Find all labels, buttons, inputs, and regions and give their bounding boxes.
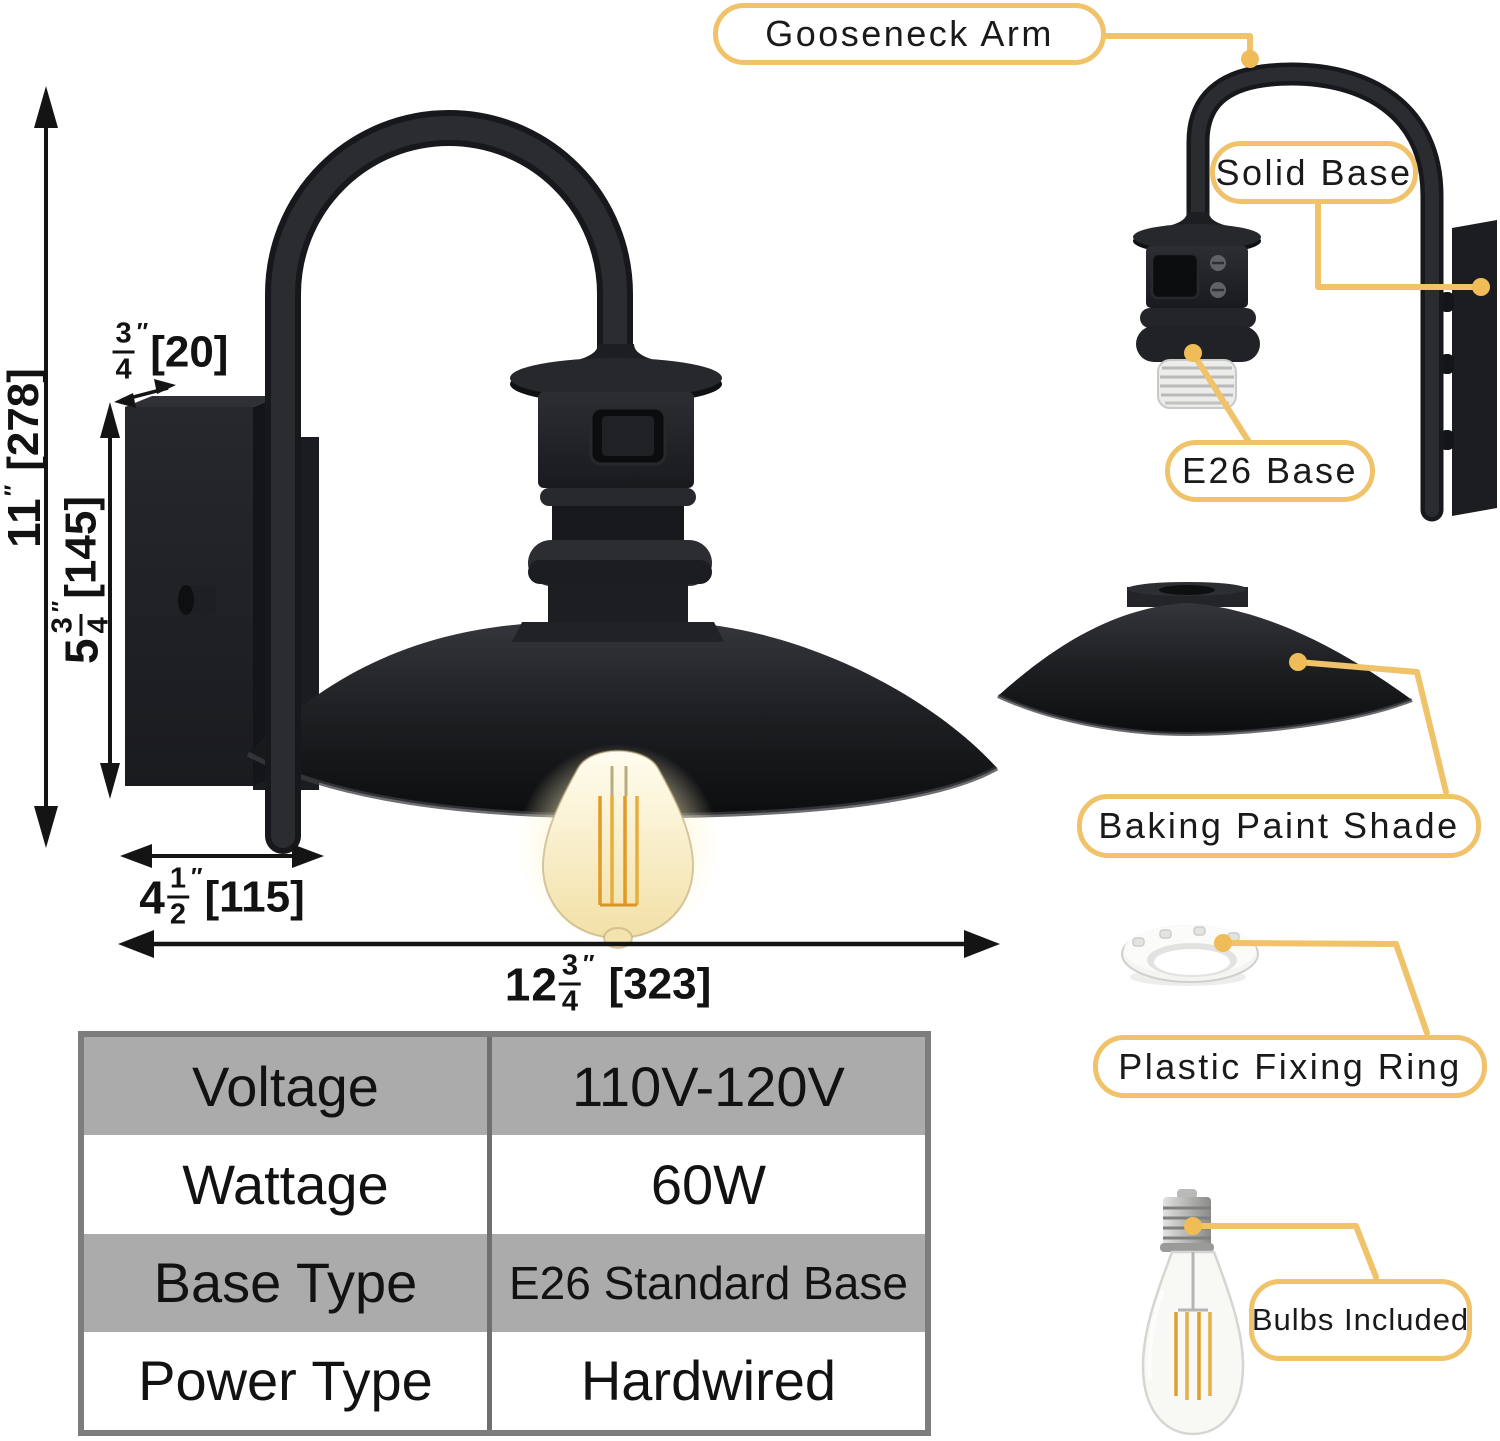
table-value: 110V-120V <box>571 1054 845 1118</box>
table-label: Base Type <box>84 1233 492 1332</box>
table-row-wattage: Wattage 60W <box>84 1135 925 1234</box>
table-row-power-type: Power Type Hardwired <box>84 1331 925 1430</box>
detail-shade <box>997 582 1413 737</box>
dim-plate-depth-prime: ″ <box>136 318 149 346</box>
dim-total-width-whole: 12 <box>504 958 558 1010</box>
main-gooseneck-arm <box>265 110 633 854</box>
detail-wall-bracket <box>1452 220 1497 516</box>
dot-gooseneck-arm <box>1241 50 1259 68</box>
dot-baking-paint-shade <box>1289 653 1307 671</box>
leader-gooseneck-arm <box>1103 33 1253 55</box>
dot-e26-base <box>1184 344 1202 362</box>
callout-gooseneck-arm: Gooseneck Arm <box>713 3 1106 65</box>
dim-total-width-prime: ″ <box>583 950 595 978</box>
dim-plate-height-prime: ″ <box>47 600 75 613</box>
callout-leaders <box>1103 33 1477 1280</box>
leader-bulbs-included <box>1190 1223 1379 1280</box>
table-label: Voltage <box>84 1037 492 1136</box>
table-value: Hardwired <box>580 1349 837 1413</box>
spec-table: Voltage 110V-120V Wattage 60W Base Type … <box>78 1031 931 1436</box>
callout-e26-base: E26 Base <box>1165 440 1375 502</box>
detail-fixing-ring <box>1121 925 1259 986</box>
table-row-base-type: Base Type E26 Standard Base <box>84 1233 925 1332</box>
callout-plastic-fixing-ring: Plastic Fixing Ring <box>1093 1035 1487 1098</box>
dot-solid-base <box>1472 278 1490 296</box>
leader-solid-base <box>1315 202 1477 290</box>
dim-height-mm: [278] <box>0 368 48 471</box>
callout-dots <box>1184 50 1490 1235</box>
dim-height-prime: ″ <box>0 484 27 497</box>
callout-baking-paint-shade: Baking Paint Shade <box>1077 794 1481 858</box>
dot-bulbs-included <box>1184 1217 1202 1235</box>
detail-socket <box>1133 212 1261 409</box>
table-label: Power Type <box>84 1331 492 1430</box>
detail-bulb <box>1141 1189 1245 1436</box>
callout-solid-base: Solid Base <box>1210 141 1418 204</box>
leader-baking-paint-shade <box>1295 659 1449 795</box>
table-row-voltage: Voltage 110V-120V <box>84 1037 925 1136</box>
leader-plastic-fixing-ring <box>1220 940 1430 1036</box>
table-value: 60W <box>650 1152 767 1216</box>
dimension-arrows <box>34 86 1000 958</box>
table-label: Wattage <box>84 1135 492 1234</box>
dim-plate-width-mm: [115] <box>204 872 305 921</box>
dim-plate-height-mm: [145] <box>56 496 105 599</box>
dim-plate-width-prime: ″ <box>190 863 203 891</box>
dimension-label-height: 11″ [278] <box>0 368 50 548</box>
dim-plate-height-whole: 5 <box>55 637 107 664</box>
dim-plate-depth-mm: [20] <box>150 327 229 376</box>
dot-plastic-fixing-ring <box>1214 934 1232 952</box>
main-wall-plate <box>125 396 280 786</box>
main-bulb <box>541 749 695 949</box>
dim-total-width-mm: [323] <box>608 959 712 1008</box>
dim-height-value: 11 <box>0 497 50 548</box>
main-sconce-illustration <box>125 110 999 980</box>
leader-e26-base <box>1193 355 1252 445</box>
dim-plate-width-whole: 4 <box>139 871 166 923</box>
table-value: E26 Standard Base <box>508 1256 908 1309</box>
callout-bulbs-included: Bulbs Included <box>1249 1279 1472 1361</box>
main-socket <box>510 344 724 642</box>
